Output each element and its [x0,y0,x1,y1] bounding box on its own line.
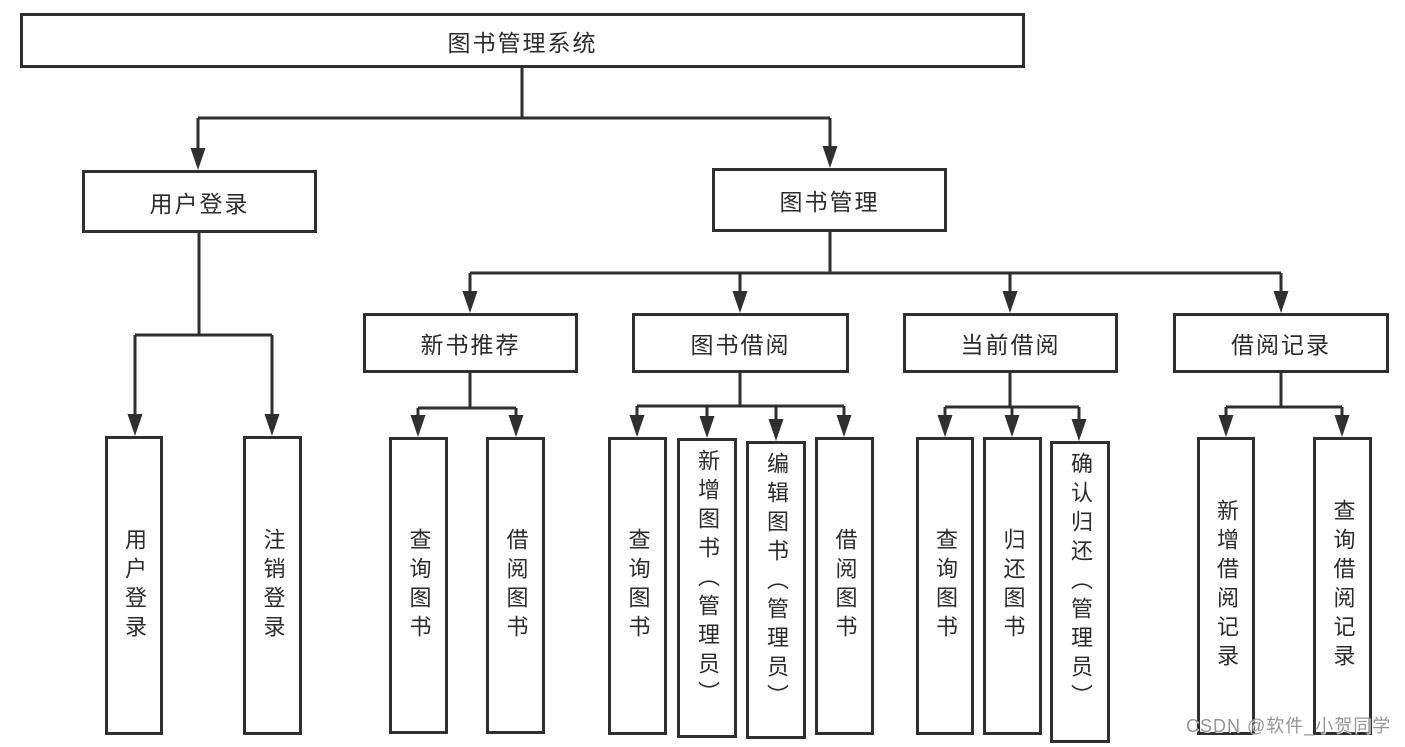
leaf-add-borrow-record: 新增借阅记录 [1197,437,1255,735]
leaf-query-book-current: 查询图书 [916,437,974,735]
leaf-confirm-return-admin: 确认归还（管理员） [1050,441,1110,743]
node-current-borrow: 当前借阅 [903,313,1118,373]
leaf-borrow-book-recommend: 借阅图书 [486,437,545,734]
leaf-user-login: 用户登录 [105,436,163,735]
leaf-return-book: 归还图书 [983,437,1042,735]
connector-paths [133,68,1344,425]
leaf-add-book-admin: 新增图书（管理员） [677,438,737,738]
node-book-borrow: 图书借阅 [632,313,849,373]
leaf-borrow-book: 借阅图书 [815,437,874,735]
node-user-login: 用户登录 [82,170,317,233]
watermark: CSDN @软件_小贺同学 [1186,716,1392,736]
leaf-edit-book-admin: 编辑图书（管理员） [746,441,806,739]
node-borrow-records: 借阅记录 [1173,313,1389,373]
node-book-management: 图书管理 [712,168,947,232]
node-book-management-system: 图书管理系统 [20,13,1025,68]
leaf-query-borrow-record: 查询借阅记录 [1313,437,1372,735]
arrowheads [127,146,1350,441]
node-new-book-recommend: 新书推荐 [363,313,578,373]
leaf-logout: 注销登录 [243,436,302,735]
leaf-query-book-borrow: 查询图书 [608,437,667,735]
leaf-query-book-recommend: 查询图书 [389,437,448,734]
